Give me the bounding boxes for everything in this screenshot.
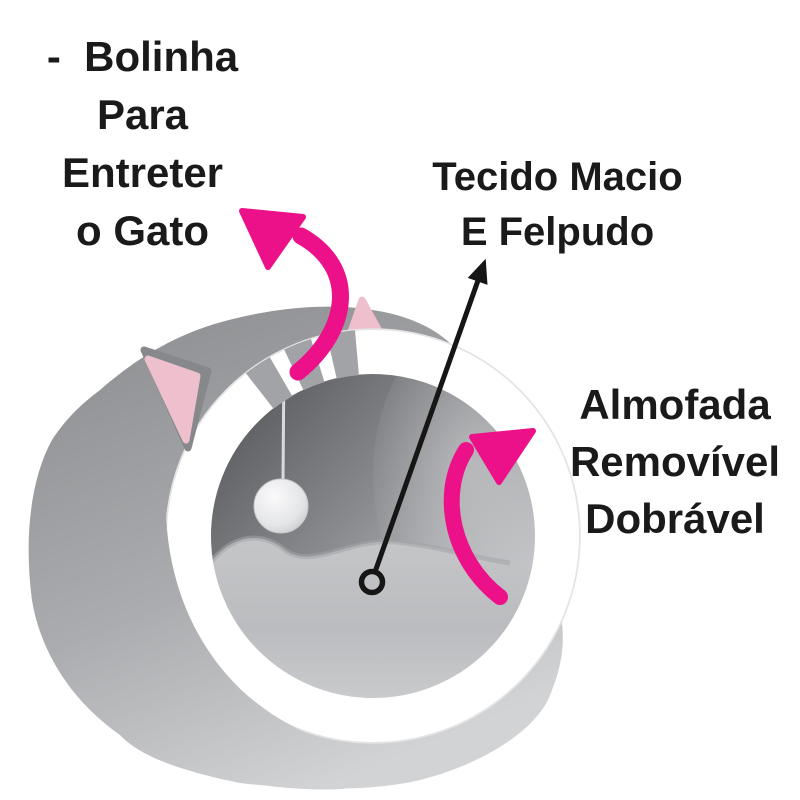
bed-front-lip (29, 446, 350, 790)
pointer-circle-marker (358, 568, 386, 596)
arrow-cushion-tail (443, 442, 508, 605)
annotation-cushion-label: Almofada Removível Dobrável (569, 381, 781, 542)
arrow-cushion-head-icon (469, 428, 536, 485)
toy-ball (253, 478, 309, 534)
pointer-line (372, 271, 484, 573)
annotation-ball-label: - Bolinha Para Entreter o Gato (46, 33, 239, 254)
bed-rim (167, 330, 579, 742)
cat-ear-left-icon (144, 355, 201, 444)
arrow-ball-tail (289, 227, 349, 381)
arrow-ball-head-icon (239, 208, 306, 270)
pointer-arrowhead-icon (467, 258, 488, 285)
annotation-fabric-label: Tecido Macio E Felpudo (432, 155, 683, 254)
cushion-edge-shadow (188, 535, 511, 601)
